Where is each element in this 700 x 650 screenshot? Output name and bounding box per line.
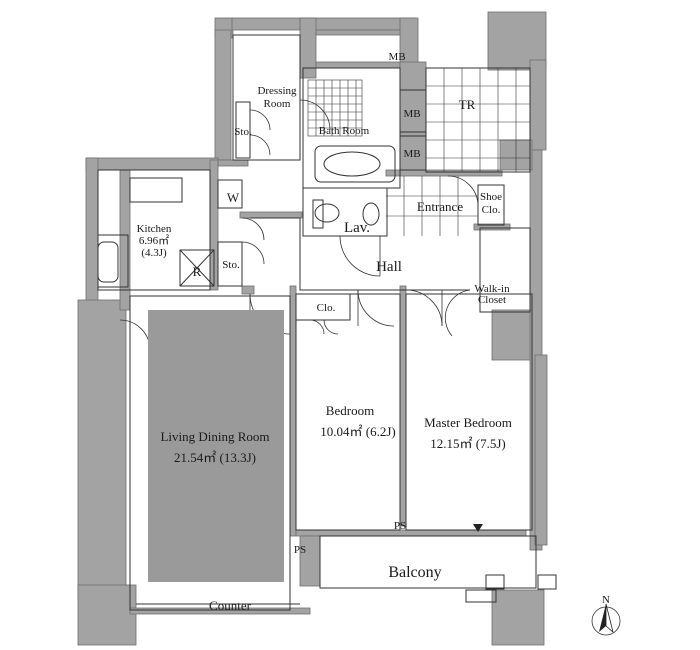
living-dining-area <box>148 310 284 582</box>
living-dining-room-line-1: Living Dining Room <box>160 429 269 444</box>
r-label: R <box>193 264 202 279</box>
kitchen-line-2: 6.96㎡ <box>139 234 169 247</box>
north-arrow-icon <box>591 603 621 636</box>
walk-in-closet-line-2: Closet <box>478 294 506 306</box>
kitchen-line-1: Kitchen <box>137 223 172 235</box>
counter-label: Counter <box>209 598 252 613</box>
north-label: N <box>602 594 610 606</box>
master-bedroom-line-2: 12.15㎡ (7.5J) <box>430 436 505 451</box>
mb-mid-label: MB <box>403 108 420 120</box>
dressing-room-line-2: Room <box>264 98 291 110</box>
bedroom-line-1: Bedroom <box>326 403 374 418</box>
hall-label: Hall <box>376 259 402 275</box>
living-dining-room-label: Living Dining Room 21.54㎡ (13.3J) <box>160 429 269 465</box>
tr-label: TR <box>459 97 476 112</box>
ps-left-label: PS <box>294 544 306 556</box>
master-bedroom-label: Master Bedroom 12.15㎡ (7.5J) <box>424 415 512 451</box>
entrance-label: Entrance <box>417 199 463 214</box>
sto-lower-label: Sto. <box>222 259 240 271</box>
mb-top-label: MB <box>388 51 405 63</box>
w-label: W <box>227 190 240 205</box>
lav-label: Lav. <box>344 220 370 236</box>
balcony-label: Balcony <box>388 564 441 581</box>
ps-right-label: PS <box>394 520 406 532</box>
kitchen-line-3: (4.3J) <box>141 247 167 259</box>
living-dining-room-line-2: 21.54㎡ (13.3J) <box>174 450 256 465</box>
clo-label: Clo. <box>317 302 336 314</box>
master-bedroom-line-1: Master Bedroom <box>424 415 512 430</box>
interior-lines <box>97 34 557 611</box>
dressing-room-line-1: Dressing <box>257 85 297 97</box>
shoe-closet-line-2: Clo. <box>482 204 501 216</box>
mb-low-label: MB <box>403 148 420 160</box>
bath-room-label: Bath Room <box>319 125 370 137</box>
bedroom-line-2: 10.04㎡ (6.2J) <box>320 424 395 439</box>
sto-upper-label: Sto. <box>234 126 252 138</box>
window-marker-icon <box>473 524 483 532</box>
shoe-closet-line-1: Shoe <box>480 191 502 203</box>
bedroom-label: Bedroom 10.04㎡ (6.2J) <box>320 403 395 439</box>
structural-walls <box>77 11 548 646</box>
tile-floors <box>307 68 530 236</box>
walk-in-closet-line-1: Walk-in <box>474 283 510 295</box>
